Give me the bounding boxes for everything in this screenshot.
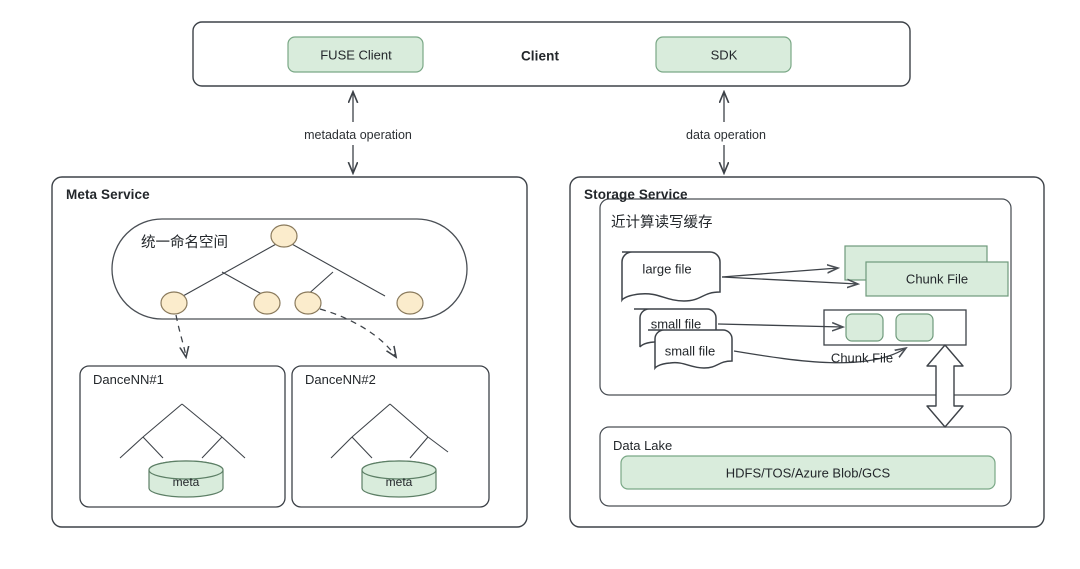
dancenn-1-meta-store xyxy=(148,460,224,498)
namespace-tree-nodes xyxy=(160,224,424,315)
namespace-node-root xyxy=(270,224,298,248)
chunk-cell-1 xyxy=(845,313,884,342)
large-file-shape xyxy=(621,251,721,303)
namespace-container xyxy=(111,218,468,320)
dancenn-2-meta-store xyxy=(361,460,437,498)
small-file-label-2: small file xyxy=(664,343,716,359)
data-operation-label: data operation xyxy=(686,128,766,142)
dancenn-1-meta-label: meta xyxy=(172,475,200,489)
dancenn-1-title: DanceNN#1 xyxy=(93,372,164,387)
chunk-file-front-box xyxy=(865,261,1009,297)
small-file-label-1: small file xyxy=(650,316,702,332)
small-file-1-to-chunk-arrow xyxy=(717,324,843,327)
chunk-cells-container xyxy=(823,309,967,346)
large-file-label: large file xyxy=(642,261,692,277)
cache-label: 近计算读写缓存 xyxy=(611,215,713,231)
dancenn-2-box xyxy=(291,365,490,508)
fuse-client-box xyxy=(287,36,424,73)
sdk-box xyxy=(655,36,792,73)
dancenn-2-meta-label: meta xyxy=(385,475,413,489)
dancenn-2-title: DanceNN#2 xyxy=(305,372,376,387)
namespace-node-3 xyxy=(294,291,322,315)
data-lake-backend-box xyxy=(620,455,996,490)
namespace-to-dancenn1-dashed xyxy=(175,314,186,357)
small-file-shape-2 xyxy=(648,329,733,371)
data-lake-title: Data Lake xyxy=(613,438,673,453)
sdk-label[interactable]: SDK xyxy=(710,47,738,63)
cache-datalake-double-arrow xyxy=(926,344,964,428)
large-file-to-chunk-arrow-b xyxy=(721,276,858,284)
dancenn-2-tree-glyph xyxy=(330,403,449,459)
small-file-2-to-chunk-curve xyxy=(733,348,906,364)
dancenn-1-box xyxy=(79,365,286,508)
fuse-client-label[interactable]: FUSE Client xyxy=(320,47,392,63)
metadata-operation-label: metadata operation xyxy=(304,128,412,142)
namespace-node-1 xyxy=(160,291,188,315)
chunk-cell-2 xyxy=(895,313,934,342)
meta-service-title: Meta Service xyxy=(66,187,150,202)
chunk-file-stack-label: Chunk File xyxy=(905,271,969,287)
large-file-to-chunk-arrow-a xyxy=(721,268,838,278)
namespace-label: 统一命名空间 xyxy=(141,235,228,251)
data-lake-backend-label: HDFS/TOS/Azure Blob/GCS xyxy=(725,465,891,481)
client-title: Client xyxy=(520,48,560,64)
storage-service-title: Storage Service xyxy=(584,187,688,202)
dancenn-1-tree-glyph xyxy=(119,403,246,459)
namespace-to-dancenn2-dashed xyxy=(319,308,396,357)
namespace-node-4 xyxy=(396,291,424,315)
chunk-file-cells-label: Chunk File xyxy=(830,350,894,366)
namespace-node-2 xyxy=(253,291,281,315)
